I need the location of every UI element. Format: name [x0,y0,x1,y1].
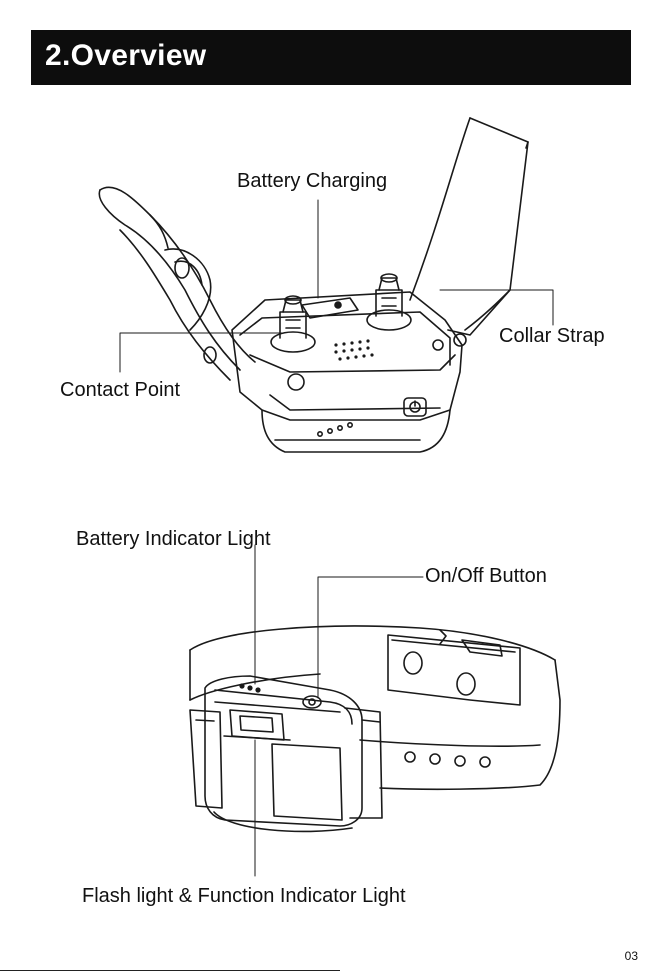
label-flash-light-function-indicator: Flash light & Function Indicator Light [82,886,406,906]
label-battery-indicator-light: Battery Indicator Light [76,529,271,549]
collar-side-view [190,626,560,831]
label-on-off-button: On/Off Button [425,566,547,586]
footer-rule [0,970,340,971]
label-battery-charging: Battery Charging [237,171,387,191]
receiver-top-view [99,118,528,452]
page-number: 03 [625,949,638,963]
label-collar-strap: Collar Strap [499,326,605,346]
label-contact-point: Contact Point [60,380,180,400]
